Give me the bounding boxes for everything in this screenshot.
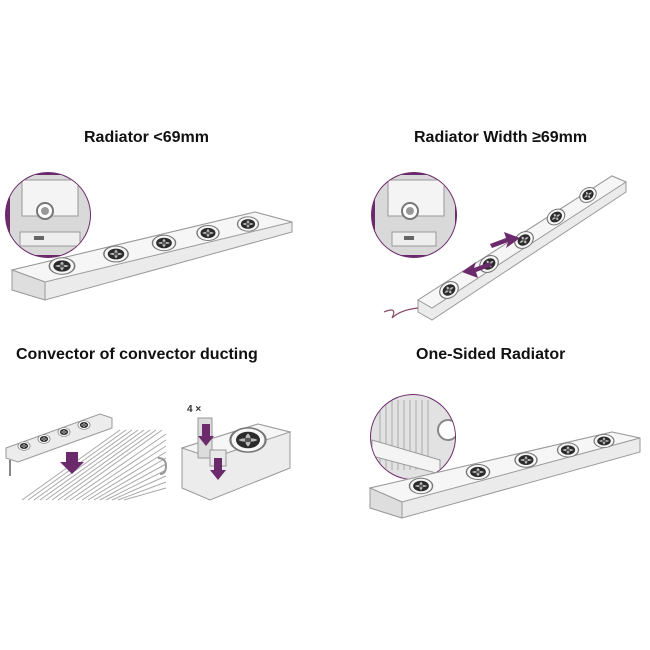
- fan-icon: [57, 427, 71, 437]
- fan-icon: [236, 216, 260, 232]
- panel-title-radiator-narrow: Radiator <69mm: [84, 129, 209, 146]
- fan-icon: [556, 442, 580, 458]
- fan-icon: [229, 426, 267, 454]
- radiator-narrow-illustration: [5, 172, 293, 301]
- arrow-down-icon: [198, 424, 214, 446]
- panel-title-one-sided: One-Sided Radiator: [416, 346, 566, 363]
- fan-icon: [103, 245, 129, 263]
- fan-icon: [37, 434, 51, 444]
- fan-icon: [196, 224, 220, 242]
- fan-icon: [514, 452, 538, 468]
- convector-illustration: [5, 413, 292, 501]
- one-sided-radiator-illustration: [368, 394, 641, 519]
- fan-icon: [151, 234, 177, 252]
- arrow-down-icon: [60, 452, 84, 474]
- fan-icon: [593, 433, 615, 449]
- panel-title-convector: Convector of convector ducting: [16, 346, 258, 363]
- arrow-down-icon: [210, 458, 226, 480]
- fan-icon: [408, 477, 434, 495]
- fan-icon: [77, 420, 91, 430]
- screw-count-label: 4 ×: [187, 404, 202, 415]
- fan-icon: [17, 441, 31, 451]
- radiator-wide-illustration: [371, 172, 628, 321]
- swap-arrows-icon: [462, 232, 520, 278]
- panel-title-radiator-wide: Radiator Width ≥69mm: [414, 129, 588, 146]
- fan-icon: [48, 256, 76, 276]
- fan-icon: [465, 463, 491, 481]
